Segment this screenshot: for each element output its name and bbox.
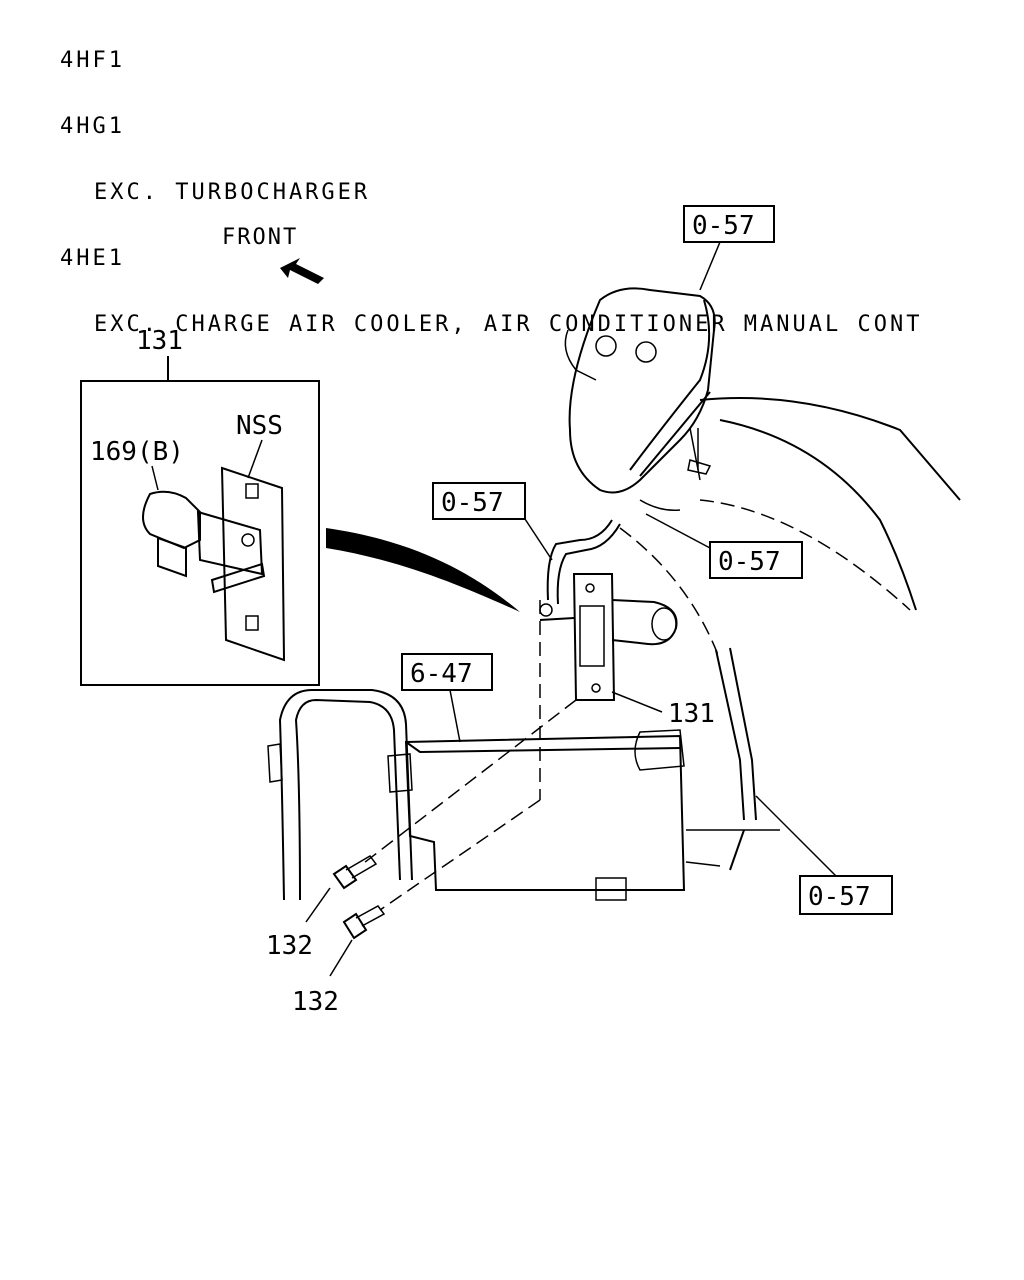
detail-pointer-arrow-icon [326, 528, 520, 612]
detail-131-label: 131 [136, 326, 183, 356]
ref-mid-right-text: 0-57 [718, 547, 781, 577]
model-code-4hf1: 4HF1 [60, 48, 125, 73]
bolt-132-upper-icon [332, 855, 378, 890]
solenoid-valve-detail-icon [142, 466, 286, 662]
vacuum-hose [546, 299, 757, 871]
ref-top-text: 0-57 [692, 211, 755, 241]
bolt-132-lower-icon [342, 905, 386, 940]
ref-box-bottom-right: 0-57 [755, 795, 893, 915]
part-169b-label: 169(B) [90, 437, 184, 467]
ref-6-47-text: 6-47 [410, 659, 473, 689]
model-code-4he1: 4HE1 [60, 246, 125, 271]
front-arrow-icon [280, 258, 324, 284]
model-code-4hg1: 4HG1 [60, 114, 125, 139]
ref-box-6-47: 6-47 [401, 653, 493, 743]
ref-left-text: 0-57 [441, 488, 504, 518]
ref-box-left: 0-57 [432, 482, 553, 561]
header-notes: 4HF1 4HG1 EXC. TURBOCHARGER 4HE1 EXC. CH… [60, 6, 923, 358]
frame-outline [267, 689, 413, 901]
mounting-bracket [387, 729, 780, 901]
ref-box-mid-right: 0-57 [645, 513, 803, 579]
bolt-132-upper-label: 132 [266, 931, 313, 961]
ref-box-top: 0-57 [683, 205, 775, 291]
detail-box-131: 131 NSS 169(B) [80, 326, 320, 686]
ref-bottom-right-text: 0-57 [808, 882, 871, 912]
engine-outline [564, 287, 961, 611]
bolt-132-lower-label: 132 [292, 987, 339, 1017]
front-label: FRONT [222, 225, 298, 250]
part-131-main-label: 131 [668, 699, 715, 729]
solenoid-valve-mounted-icon [539, 573, 678, 701]
note-exc-charge-air-cooler: EXC. CHARGE AIR COOLER, AIR CONDITIONER … [94, 312, 923, 337]
note-exc-turbocharger: EXC. TURBOCHARGER [94, 180, 371, 205]
nss-label: NSS [236, 411, 283, 441]
